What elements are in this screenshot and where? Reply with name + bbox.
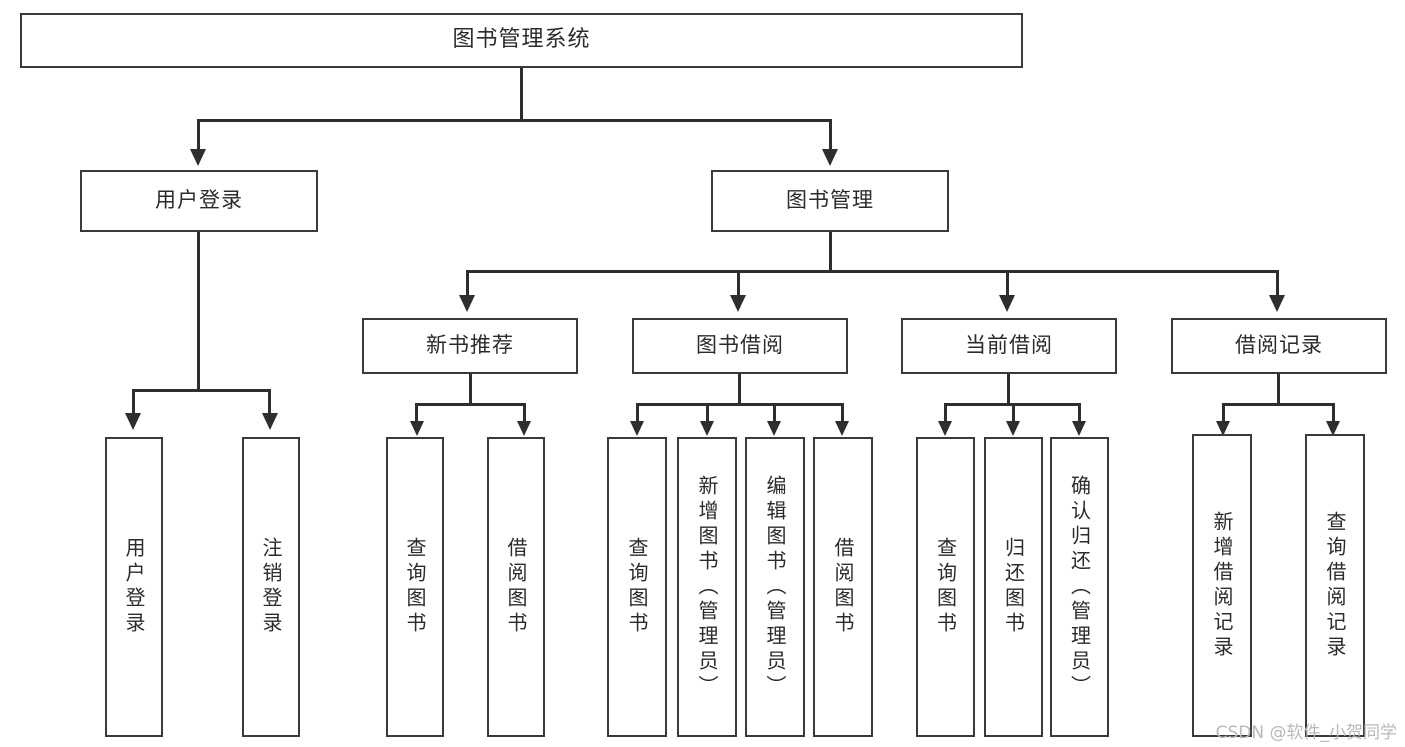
connector-br-child-1 bbox=[1222, 403, 1225, 423]
connector-cb-stem bbox=[1007, 374, 1010, 405]
node-label: 借阅记录 bbox=[1235, 333, 1323, 358]
node-label: 借阅图书 bbox=[504, 537, 528, 637]
node-label: 图书管理 bbox=[786, 188, 874, 213]
arrow-leaf-user-login bbox=[125, 413, 141, 430]
node-new-book-recommend[interactable]: 新书推荐 bbox=[362, 318, 578, 374]
connector-user-login-child-2 bbox=[268, 389, 271, 415]
arrow-to-borrow-record bbox=[1269, 295, 1285, 312]
node-label: 用户登录 bbox=[122, 537, 146, 637]
leaf-borrow-book-1[interactable]: 借阅图书 bbox=[487, 437, 545, 737]
connector-br-child-2 bbox=[1332, 403, 1335, 423]
connector-cb-child-3 bbox=[1078, 403, 1081, 423]
node-label: 确认归还（管理员） bbox=[1067, 474, 1092, 700]
node-label: 新增借阅记录 bbox=[1210, 510, 1234, 661]
arrow-leaf-add-borrow-record bbox=[1216, 421, 1230, 436]
connector-bb-stem bbox=[738, 374, 741, 405]
connector-br-bus bbox=[1222, 403, 1335, 406]
node-label: 查询图书 bbox=[403, 537, 427, 637]
arrow-leaf-return-book bbox=[1006, 421, 1020, 436]
node-label: 用户登录 bbox=[155, 188, 243, 213]
arrow-to-user-login bbox=[190, 149, 206, 166]
node-label: 归还图书 bbox=[1001, 537, 1026, 637]
node-book-borrow[interactable]: 图书借阅 bbox=[632, 318, 848, 374]
connector-nbr-child-1 bbox=[415, 403, 418, 423]
connector-bb-child-1 bbox=[636, 403, 639, 423]
node-label: 图书管理系统 bbox=[452, 27, 591, 53]
leaf-return-book[interactable]: 归还图书 bbox=[984, 437, 1043, 737]
node-label: 注销登录 bbox=[259, 537, 283, 637]
leaf-confirm-return[interactable]: 确认归还（管理员） bbox=[1050, 437, 1109, 737]
node-label: 借阅图书 bbox=[831, 537, 855, 637]
connector-bm-child-2 bbox=[737, 270, 740, 297]
node-current-borrow[interactable]: 当前借阅 bbox=[901, 318, 1117, 374]
node-root-system[interactable]: 图书管理系统 bbox=[20, 13, 1023, 68]
connector-bm-child-1 bbox=[466, 270, 469, 297]
arrow-leaf-query-book-3 bbox=[938, 421, 952, 436]
connector-root-bus bbox=[197, 119, 832, 122]
leaf-query-book-3[interactable]: 查询图书 bbox=[916, 437, 975, 737]
connector-user-login-stem bbox=[197, 232, 200, 391]
leaf-borrow-book-2[interactable]: 借阅图书 bbox=[813, 437, 873, 737]
connector-user-login-child-1 bbox=[132, 389, 135, 415]
connector-bm-child-3 bbox=[1006, 270, 1009, 297]
node-label: 查询借阅记录 bbox=[1323, 510, 1347, 661]
node-label: 当前借阅 bbox=[965, 333, 1053, 358]
node-user-login[interactable]: 用户登录 bbox=[80, 170, 318, 232]
connector-bb-bus bbox=[636, 403, 843, 406]
arrow-leaf-confirm-return bbox=[1072, 421, 1086, 436]
arrow-to-book-management bbox=[822, 149, 838, 166]
node-label: 新增图书（管理员） bbox=[695, 474, 719, 700]
leaf-edit-book[interactable]: 编辑图书（管理员） bbox=[745, 437, 805, 737]
arrow-leaf-logout-login bbox=[262, 413, 278, 430]
arrow-leaf-borrow-book-2 bbox=[835, 421, 849, 436]
connector-book-management-bus bbox=[466, 270, 1279, 273]
connector-nbr-child-2 bbox=[523, 403, 526, 423]
node-label: 图书借阅 bbox=[696, 333, 784, 358]
arrow-to-current-borrow bbox=[999, 295, 1015, 312]
connector-root-stem bbox=[520, 68, 523, 121]
leaf-user-login[interactable]: 用户登录 bbox=[105, 437, 163, 737]
connector-nbr-bus bbox=[415, 403, 526, 406]
node-label: 查询图书 bbox=[625, 537, 649, 637]
node-label: 新书推荐 bbox=[426, 333, 514, 358]
leaf-query-borrow-record[interactable]: 查询借阅记录 bbox=[1305, 434, 1365, 737]
node-book-management[interactable]: 图书管理 bbox=[711, 170, 949, 232]
arrow-to-new-book-recommend bbox=[459, 295, 475, 312]
leaf-add-borrow-record[interactable]: 新增借阅记录 bbox=[1192, 434, 1252, 737]
connector-cb-child-2 bbox=[1012, 403, 1015, 423]
arrow-leaf-query-borrow-record bbox=[1326, 421, 1340, 436]
arrow-leaf-add-book bbox=[700, 421, 714, 436]
connector-br-stem bbox=[1277, 374, 1280, 405]
connector-bb-child-4 bbox=[841, 403, 844, 423]
node-borrow-record[interactable]: 借阅记录 bbox=[1171, 318, 1387, 374]
node-label: 编辑图书（管理员） bbox=[763, 474, 787, 700]
connector-to-user-login bbox=[197, 119, 200, 151]
leaf-query-book-2[interactable]: 查询图书 bbox=[607, 437, 667, 737]
arrow-leaf-query-book-1 bbox=[410, 421, 424, 436]
node-label: 查询图书 bbox=[933, 537, 958, 637]
arrow-leaf-query-book-2 bbox=[630, 421, 644, 436]
connector-cb-child-1 bbox=[944, 403, 947, 423]
arrow-leaf-borrow-book-1 bbox=[517, 421, 531, 436]
leaf-logout-login[interactable]: 注销登录 bbox=[242, 437, 300, 737]
leaf-query-book-1[interactable]: 查询图书 bbox=[386, 437, 444, 737]
connector-book-management-stem bbox=[829, 232, 832, 272]
connector-bb-child-2 bbox=[706, 403, 709, 423]
connector-bb-child-3 bbox=[773, 403, 776, 423]
connector-to-book-management bbox=[829, 119, 832, 151]
connector-user-login-bus bbox=[132, 389, 271, 392]
arrow-leaf-edit-book bbox=[767, 421, 781, 436]
connector-nbr-stem bbox=[469, 374, 472, 405]
connector-bm-child-4 bbox=[1276, 270, 1279, 297]
arrow-to-book-borrow bbox=[730, 295, 746, 312]
leaf-add-book[interactable]: 新增图书（管理员） bbox=[677, 437, 737, 737]
